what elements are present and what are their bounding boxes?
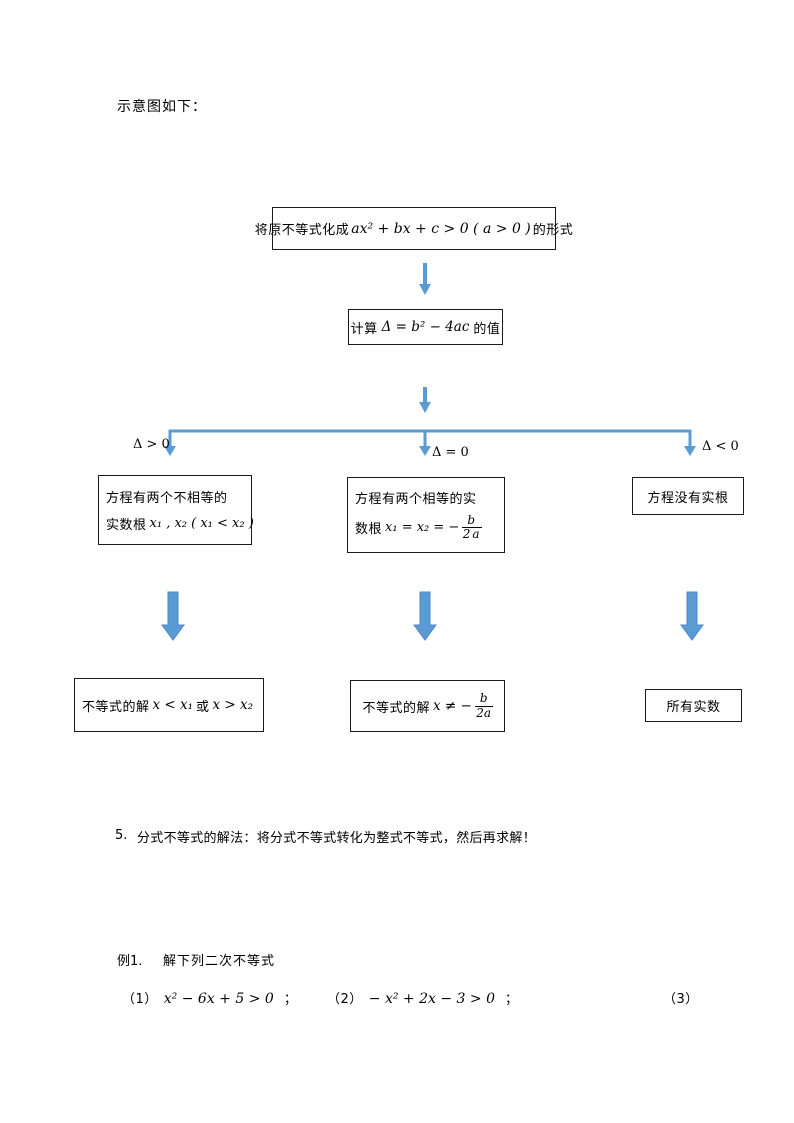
problem-1: （1） x² − 6x + 5 > 0 ； bbox=[122, 988, 297, 1007]
case-left-line2-math: x₁ , x₂ ( x₁ < x₂ ) bbox=[149, 516, 254, 531]
list-item-5-text: 分式不等式的解法：将分式不等式转化为整式不等式，然后再求解！ bbox=[137, 831, 537, 846]
box2-prefix: 计算 bbox=[350, 321, 378, 337]
connector-arrow-box2-branch bbox=[419, 387, 431, 413]
problem-1-expression: x² − 6x + 5 > 0 bbox=[163, 991, 274, 1007]
problem-3-number: （3） bbox=[663, 992, 699, 1007]
fraction-numerator: b bbox=[474, 691, 493, 707]
box2-suffix: 的值 bbox=[473, 321, 501, 337]
flow-box-no-real-roots: 方程没有实根 bbox=[632, 477, 744, 515]
box1-formula: ax² + bx + c > 0 ( a > 0 ) bbox=[351, 220, 531, 237]
problem-2-number: （2） bbox=[327, 992, 363, 1007]
branch-label-delta-lt-0: Δ < 0 bbox=[702, 439, 739, 454]
branch-label-delta-gt-0: Δ > 0 bbox=[133, 437, 170, 452]
case-mid-line2-math: x₁ = x₂ = − bbox=[385, 520, 460, 536]
res-mid-math: x ≠ − bbox=[433, 698, 472, 714]
problem-2-separator: ； bbox=[504, 992, 518, 1007]
block-arrow-left bbox=[161, 591, 185, 641]
res-left-prefix: 不等式的解 bbox=[81, 699, 150, 715]
case-right-text: 方程没有实根 bbox=[647, 490, 729, 506]
fraction-denominator: 2a bbox=[476, 705, 492, 720]
res-mid-prefix: 不等式的解 bbox=[362, 700, 430, 716]
res-right-text: 所有实数 bbox=[666, 700, 721, 715]
problem-1-separator: ； bbox=[283, 992, 297, 1007]
box1-suffix: 的形式 bbox=[532, 223, 574, 238]
example-title: 解下列二次不等式 bbox=[163, 954, 276, 969]
box2-formula: Δ = b² − 4ac bbox=[381, 319, 470, 335]
case-left-line1: 方程有两个不相等的 bbox=[106, 491, 228, 506]
box1-prefix: 将原不等式化成 bbox=[254, 223, 350, 238]
case-left-line2-prefix: 实数根 bbox=[106, 518, 147, 533]
case-mid-line1: 方程有两个相等的实 bbox=[355, 491, 477, 507]
block-arrow-right bbox=[680, 591, 704, 641]
problem-2: （2） − x² + 2x − 3 > 0 ； bbox=[327, 988, 518, 1007]
problem-2-expression: − x² + 2x − 3 > 0 bbox=[368, 991, 495, 1007]
case-mid-line2-prefix: 数根 bbox=[355, 522, 383, 538]
fraction-denominator: 2a bbox=[462, 527, 482, 542]
list-item-5-number: 5. bbox=[115, 828, 128, 843]
res-left-math1: x < x₁ bbox=[152, 697, 193, 713]
res-left-or: 或 bbox=[196, 699, 210, 715]
branch-label-delta-eq-0: Δ = 0 bbox=[432, 445, 469, 460]
flow-box-solution-right: 所有实数 bbox=[645, 689, 742, 722]
section-heading: 示意图如下： bbox=[117, 99, 207, 115]
example-label: 例1. bbox=[117, 954, 143, 969]
fraction-numerator: b bbox=[462, 513, 482, 529]
problem-1-number: （1） bbox=[122, 992, 158, 1007]
branch-split-line bbox=[164, 429, 696, 456]
connector-arrow-box1-box2 bbox=[419, 263, 431, 295]
problem-3: （3） bbox=[663, 988, 715, 1007]
block-arrow-middle bbox=[413, 591, 437, 641]
res-left-math2: x > x₂ bbox=[212, 697, 254, 713]
